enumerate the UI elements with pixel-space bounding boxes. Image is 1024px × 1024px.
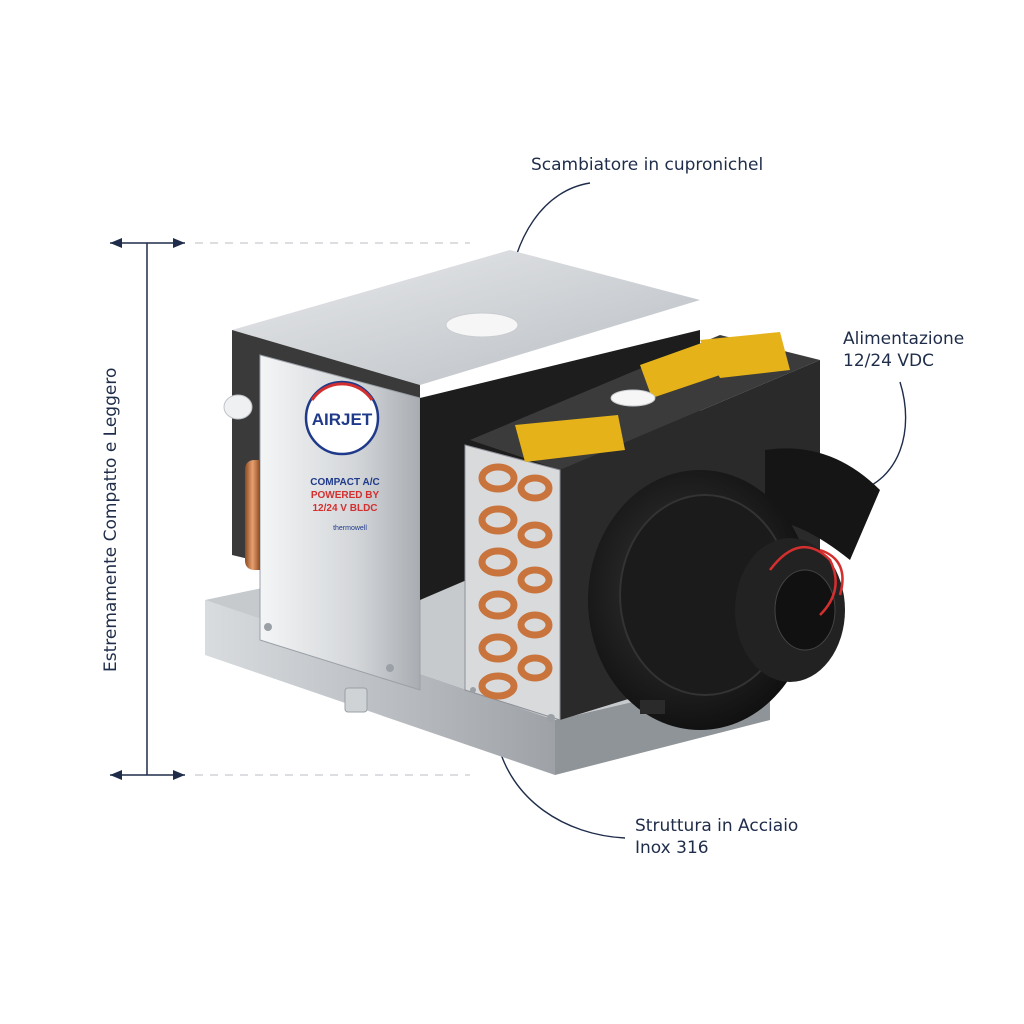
maker-name: thermowell [333, 525, 367, 532]
structure-text-line2: Inox 316 [635, 838, 709, 858]
power-text-line2: 12/24 VDC [843, 351, 934, 371]
size-label: Estremamente Compatto e Leggero [101, 367, 121, 672]
product-line2: POWERED BY [311, 490, 380, 501]
product-line3: 12/24 V BLDC [312, 503, 377, 514]
copper-coil [478, 463, 553, 700]
exchanger-text: Scambiatore in cupronichel [531, 155, 764, 175]
blower-fan [588, 448, 880, 730]
dimension-line [110, 238, 470, 780]
exchanger-label: Scambiatore in cupronichel [531, 154, 763, 176]
power-text-line1: Alimentazione [843, 329, 965, 349]
product-line1: COMPACT A/C [310, 477, 379, 488]
airjet-logo: AIRJET COMPACT A/C POWERED BY 12/24 V BL… [304, 380, 380, 532]
brand-name: AIRJET [312, 410, 373, 429]
structure-text-line1: Struttura in Acciaio [635, 816, 799, 836]
air-conditioner-unit [205, 250, 880, 775]
structure-label: Struttura in Acciaio Inox 316 [635, 815, 798, 859]
power-label: Alimentazione 12/24 VDC [843, 328, 964, 372]
